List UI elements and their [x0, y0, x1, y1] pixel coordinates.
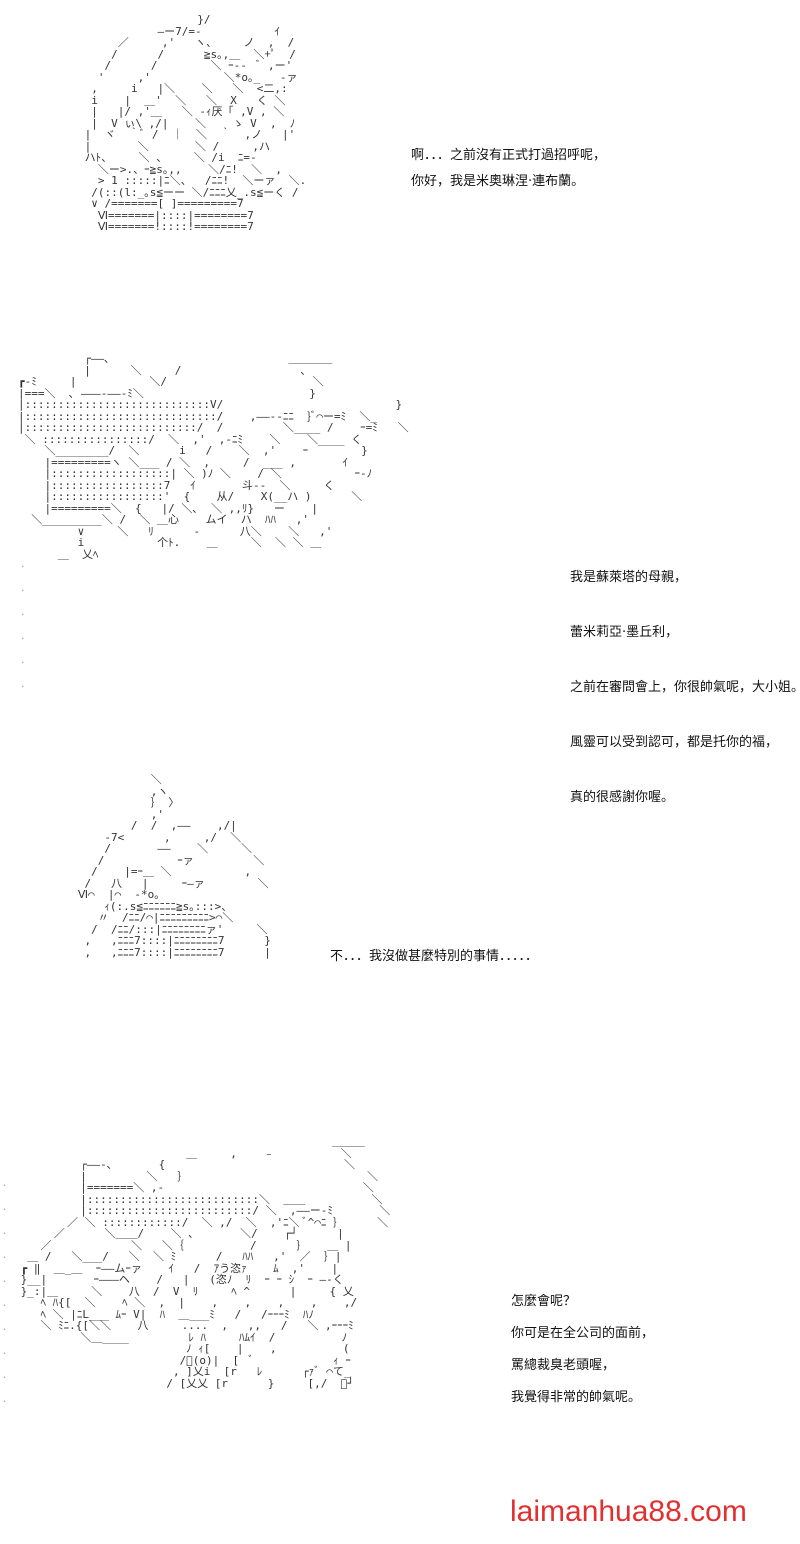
edge-marks: ...... — [20, 560, 26, 690]
panel-1: }/ ―ー7/=- ｲ ／ ,' ヽ、 ノ , / / / ≧s｡,＿ ＼+ﾟ … — [0, 0, 800, 335]
dialogue-line: 不．．．我沒做甚麼特別的事情．．．．． — [330, 949, 539, 964]
ascii-art-character-4: ＿＿＿ ＿ , ﹣ ＼ ┌――-､ { ＼ | ＼ ｝ ＼ |=======＼ … — [20, 1135, 391, 1390]
dialogue-line: 罵總裁臭老頭喔， — [511, 1358, 616, 1373]
edge-marks: .......... — [2, 1179, 8, 1405]
ascii-art-character-2: ┌――､ ＿＿＿＿ | ＼ / ､ ┏‐ﾐ | ＼/ ＼ |===＼ ､ ―――… — [18, 353, 800, 805]
dialogue-line: 你好，我是米奧琳涅·連布蘭。 — [411, 174, 585, 189]
ascii-art-character-3: ＼ ,ヽ ｝ 〉 ,' / / ,―― ,/| -7< , ,/ ＼ / ―― … — [77, 773, 271, 959]
dialogue-box-2: 我是蘇萊塔的母親， 蕾米莉亞·墨丘利， 之前在審問會上，你很帥氣呢，大小姐。 風… — [570, 539, 800, 837]
panel-4-dialogue: 怎麼會呢？ 你可是在全公司的面前， 罵總裁臭老頭喔， 我覺得非常的帥氣呢。 — [511, 1286, 654, 1414]
dialogue-line: 啊．．．之前沒有正式打過招呼呢， — [411, 148, 607, 163]
dialogue-line: 之前在審問會上，你很帥氣呢，大小姐。 — [570, 680, 800, 695]
panel-2: ┌――､ ＿＿＿＿ | ＼ / ､ ┏‐ﾐ | ＼/ ＼ |===＼ ､ ―――… — [0, 345, 800, 805]
dialogue-line: 風靈可以受到認可，都是托你的福， — [570, 735, 779, 750]
dialogue-line: 我是蘇萊塔的母親， — [570, 570, 688, 585]
ascii-art-character-1: }/ ―ー7/=- ｲ ／ ,' ヽ、 ノ , / / / ≧s｡,＿ ＼+ﾟ … — [84, 13, 307, 233]
dialogue-line: 蕾米莉亞·墨丘利， — [570, 625, 679, 640]
dialogue-line: 我覺得非常的帥氣呢。 — [511, 1390, 642, 1405]
dialogue-line: 怎麼會呢？ — [511, 1294, 577, 1309]
site-watermark: laimanhua88.com — [510, 1495, 747, 1528]
dialogue-box-3: 不．．．我沒做甚麼特別的事情．．．．． — [330, 944, 538, 970]
dialogue-box-1: 啊．．．之前沒有正式打過招呼呢， 你好，我是米奧琳涅·連布蘭。 — [411, 143, 606, 195]
dialogue-line: 真的很感謝你喔。 — [570, 790, 675, 805]
panel-4: ＿＿＿ ＿ , ﹣ ＼ ┌――-､ { ＼ | ＼ ｝ ＼ |=======＼ … — [0, 1132, 800, 1544]
panel-3: ＼ ,ヽ ｝ 〉 ,' / / ,―― ,/| -7< , ,/ ＼ / ―― … — [0, 772, 800, 1122]
dialogue-line: 你可是在全公司的面前， — [511, 1326, 655, 1341]
